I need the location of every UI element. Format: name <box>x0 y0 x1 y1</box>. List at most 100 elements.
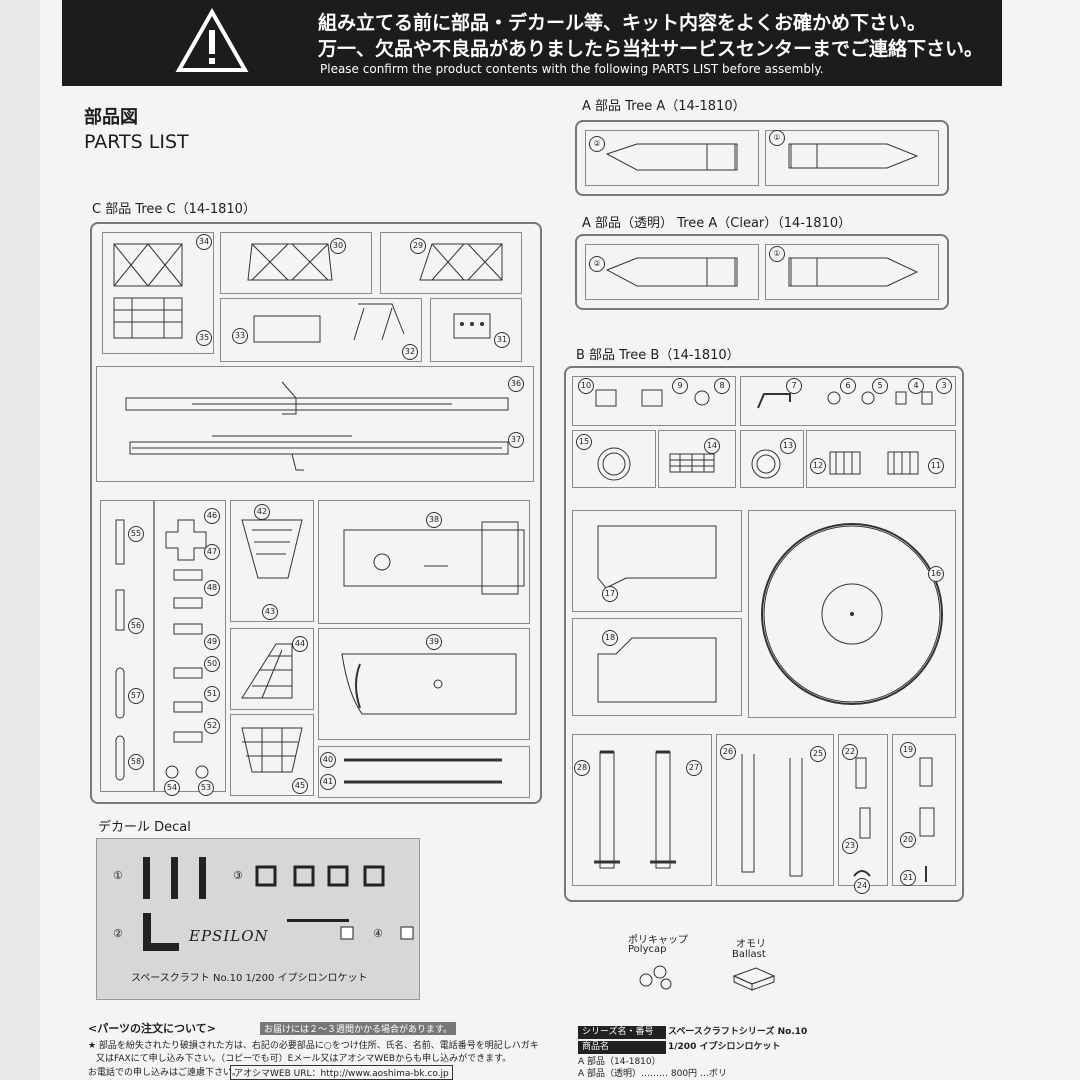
warning-banner: 組み立てる前に部品・デカール等、キット内容をよくお確かめ下さい。 万一、欠品や不… <box>62 0 1002 86</box>
polycap-icon <box>639 965 672 990</box>
parts-list-title-en: PARTS LIST <box>84 131 189 153</box>
part-number: 16 <box>928 566 944 582</box>
part-number: 10 <box>578 378 594 394</box>
tree-a-clear-label: A 部品（透明） Tree A（Clear）（14-1810） <box>582 216 852 231</box>
part-number: 5 <box>872 378 888 394</box>
order-note-tag: お届けには２〜３週間かかる場合があります。 <box>260 1022 457 1035</box>
part-number: 54 <box>164 780 180 796</box>
tree-b-label: B 部品 Tree B（14-1810） <box>576 348 740 363</box>
ballast-label-en: Ballast <box>732 949 766 960</box>
part-number: 24 <box>854 878 870 894</box>
part-number: 57 <box>128 688 144 704</box>
tree-a-frame: ② ① <box>575 120 949 196</box>
banner-line-2: 万一、欠品や不良品がありましたら当社サービスセンターまでご連絡下さい。 <box>318 38 984 60</box>
tree-c-frame: 34 35 30 29 33 32 31 36 37 55 46 47 48 4… <box>90 222 542 804</box>
part-number: 31 <box>494 332 510 348</box>
part-number: 51 <box>204 686 220 702</box>
part-number: 13 <box>780 438 796 454</box>
ballast-label-jp: オモリ <box>736 939 766 950</box>
part-number: 39 <box>426 634 442 650</box>
order-table: シリーズ名・番号 スペースクラフトシリーズ No.10 商品名 1/200 イプ… <box>578 1026 998 1080</box>
part-number: 22 <box>842 744 858 760</box>
part-number: 43 <box>262 604 278 620</box>
part-number: 11 <box>928 458 944 474</box>
part-number: 46 <box>204 508 220 524</box>
part-number: 52 <box>204 718 220 734</box>
tree-a-label: A 部品 Tree A（14-1810） <box>582 99 746 114</box>
part-number: 14 <box>704 438 720 454</box>
order-info: <パーツの注文について> お届けには２〜３週間かかる場合があります。 ★ 部品を… <box>84 1016 1080 1080</box>
part-number: 45 <box>292 778 308 794</box>
part-number: 32 <box>402 344 418 360</box>
parts-list-title-jp: 部品図 <box>84 107 138 128</box>
part-number: 26 <box>720 744 736 760</box>
decal-number: ① <box>113 869 123 882</box>
part-number: 3 <box>936 378 952 394</box>
banner-line-1: 組み立てる前に部品・デカール等、キット内容をよくお確かめ下さい。 <box>318 12 927 34</box>
part-number: ① <box>769 130 785 146</box>
rocket-half-clear-drawing <box>605 257 919 287</box>
part-number: 4 <box>908 378 924 394</box>
product-label: 商品名 <box>578 1041 666 1054</box>
part-number: 28 <box>574 760 590 776</box>
part-number: 44 <box>292 636 308 652</box>
part-number: 53 <box>198 780 214 796</box>
part-number: 42 <box>254 504 270 520</box>
polycap-label-en: Polycap <box>628 944 667 955</box>
tree-b-frame: 10 9 8 7 6 5 4 3 15 14 13 12 11 16 17 18… <box>564 366 964 902</box>
decal-sheet: ① ② ③ ④ EPSILON スペースクラフト No.10 1/200 イプシ… <box>96 838 420 1000</box>
part-number: 27 <box>686 760 702 776</box>
part-number: 47 <box>204 544 220 560</box>
decal-title: デカール Decal <box>98 820 191 835</box>
order-line-2: 又はFAXにて申し込み下さい。（コピーでも可）Eメール又はアオシマWEBからも申… <box>96 1054 512 1064</box>
tree-b-parts-drawing <box>594 389 943 882</box>
series-value: スペースクラフトシリーズ No.10 <box>668 1027 808 1037</box>
part-number: 50 <box>204 656 220 672</box>
order-row: A 部品（透明）……… 800円 …ボリ <box>578 1069 727 1079</box>
part-number: ② <box>589 256 605 272</box>
decal-number: ② <box>113 927 123 940</box>
part-number: 23 <box>842 838 858 854</box>
part-number: ② <box>589 136 605 152</box>
decal-caption: スペースクラフト No.10 1/200 イプシロンロケット <box>131 973 368 984</box>
epsilon-logo: EPSILON <box>189 927 269 945</box>
series-label: シリーズ名・番号 <box>578 1026 666 1039</box>
part-number: 55 <box>128 526 144 542</box>
part-number: 25 <box>810 746 826 762</box>
part-number: 30 <box>330 238 346 254</box>
banner-line-3: Please confirm the product contents with… <box>320 62 824 76</box>
part-number: 18 <box>602 630 618 646</box>
part-number: ① <box>769 246 785 262</box>
part-number: 49 <box>204 634 220 650</box>
part-number: 20 <box>900 832 916 848</box>
decal-number: ④ <box>373 927 383 940</box>
part-number: 56 <box>128 618 144 634</box>
part-number: 29 <box>410 238 426 254</box>
website-url[interactable]: アオシマWEB URL：http://www.aoshima-bk.co.jp <box>230 1065 453 1080</box>
product-value: 1/200 イプシロンロケット <box>668 1042 781 1052</box>
part-number: 37 <box>508 432 524 448</box>
decal-number: ③ <box>233 869 243 882</box>
part-number: 17 <box>602 586 618 602</box>
part-number: 19 <box>900 742 916 758</box>
tree-c-label: C 部品 Tree C（14-1810） <box>92 202 256 217</box>
ballast-icon <box>732 967 776 991</box>
part-number: 34 <box>196 234 212 250</box>
part-number: 6 <box>840 378 856 394</box>
part-number: 33 <box>232 328 248 344</box>
part-number: 36 <box>508 376 524 392</box>
part-number: 35 <box>196 330 212 346</box>
polycap-label-jp: ポリキャップ <box>628 935 688 946</box>
part-number: 8 <box>714 378 730 394</box>
decal-artwork <box>143 857 414 951</box>
order-row: A 部品（14-1810） <box>578 1057 661 1067</box>
part-number: 48 <box>204 580 220 596</box>
order-line-1: ★ 部品を紛失されたり破損された方は、右記の必要部品に○をつけ住所、氏名、名前、… <box>88 1041 539 1051</box>
part-number: 9 <box>672 378 688 394</box>
part-number: 12 <box>810 458 826 474</box>
rocket-half-drawing <box>605 143 919 171</box>
tree-c-parts-drawing <box>113 243 525 784</box>
order-heading: <パーツの注文について> <box>88 1022 216 1035</box>
part-number: 58 <box>128 754 144 770</box>
order-line-3: お電話での申し込みはご遠慮下さい。 <box>88 1068 242 1078</box>
